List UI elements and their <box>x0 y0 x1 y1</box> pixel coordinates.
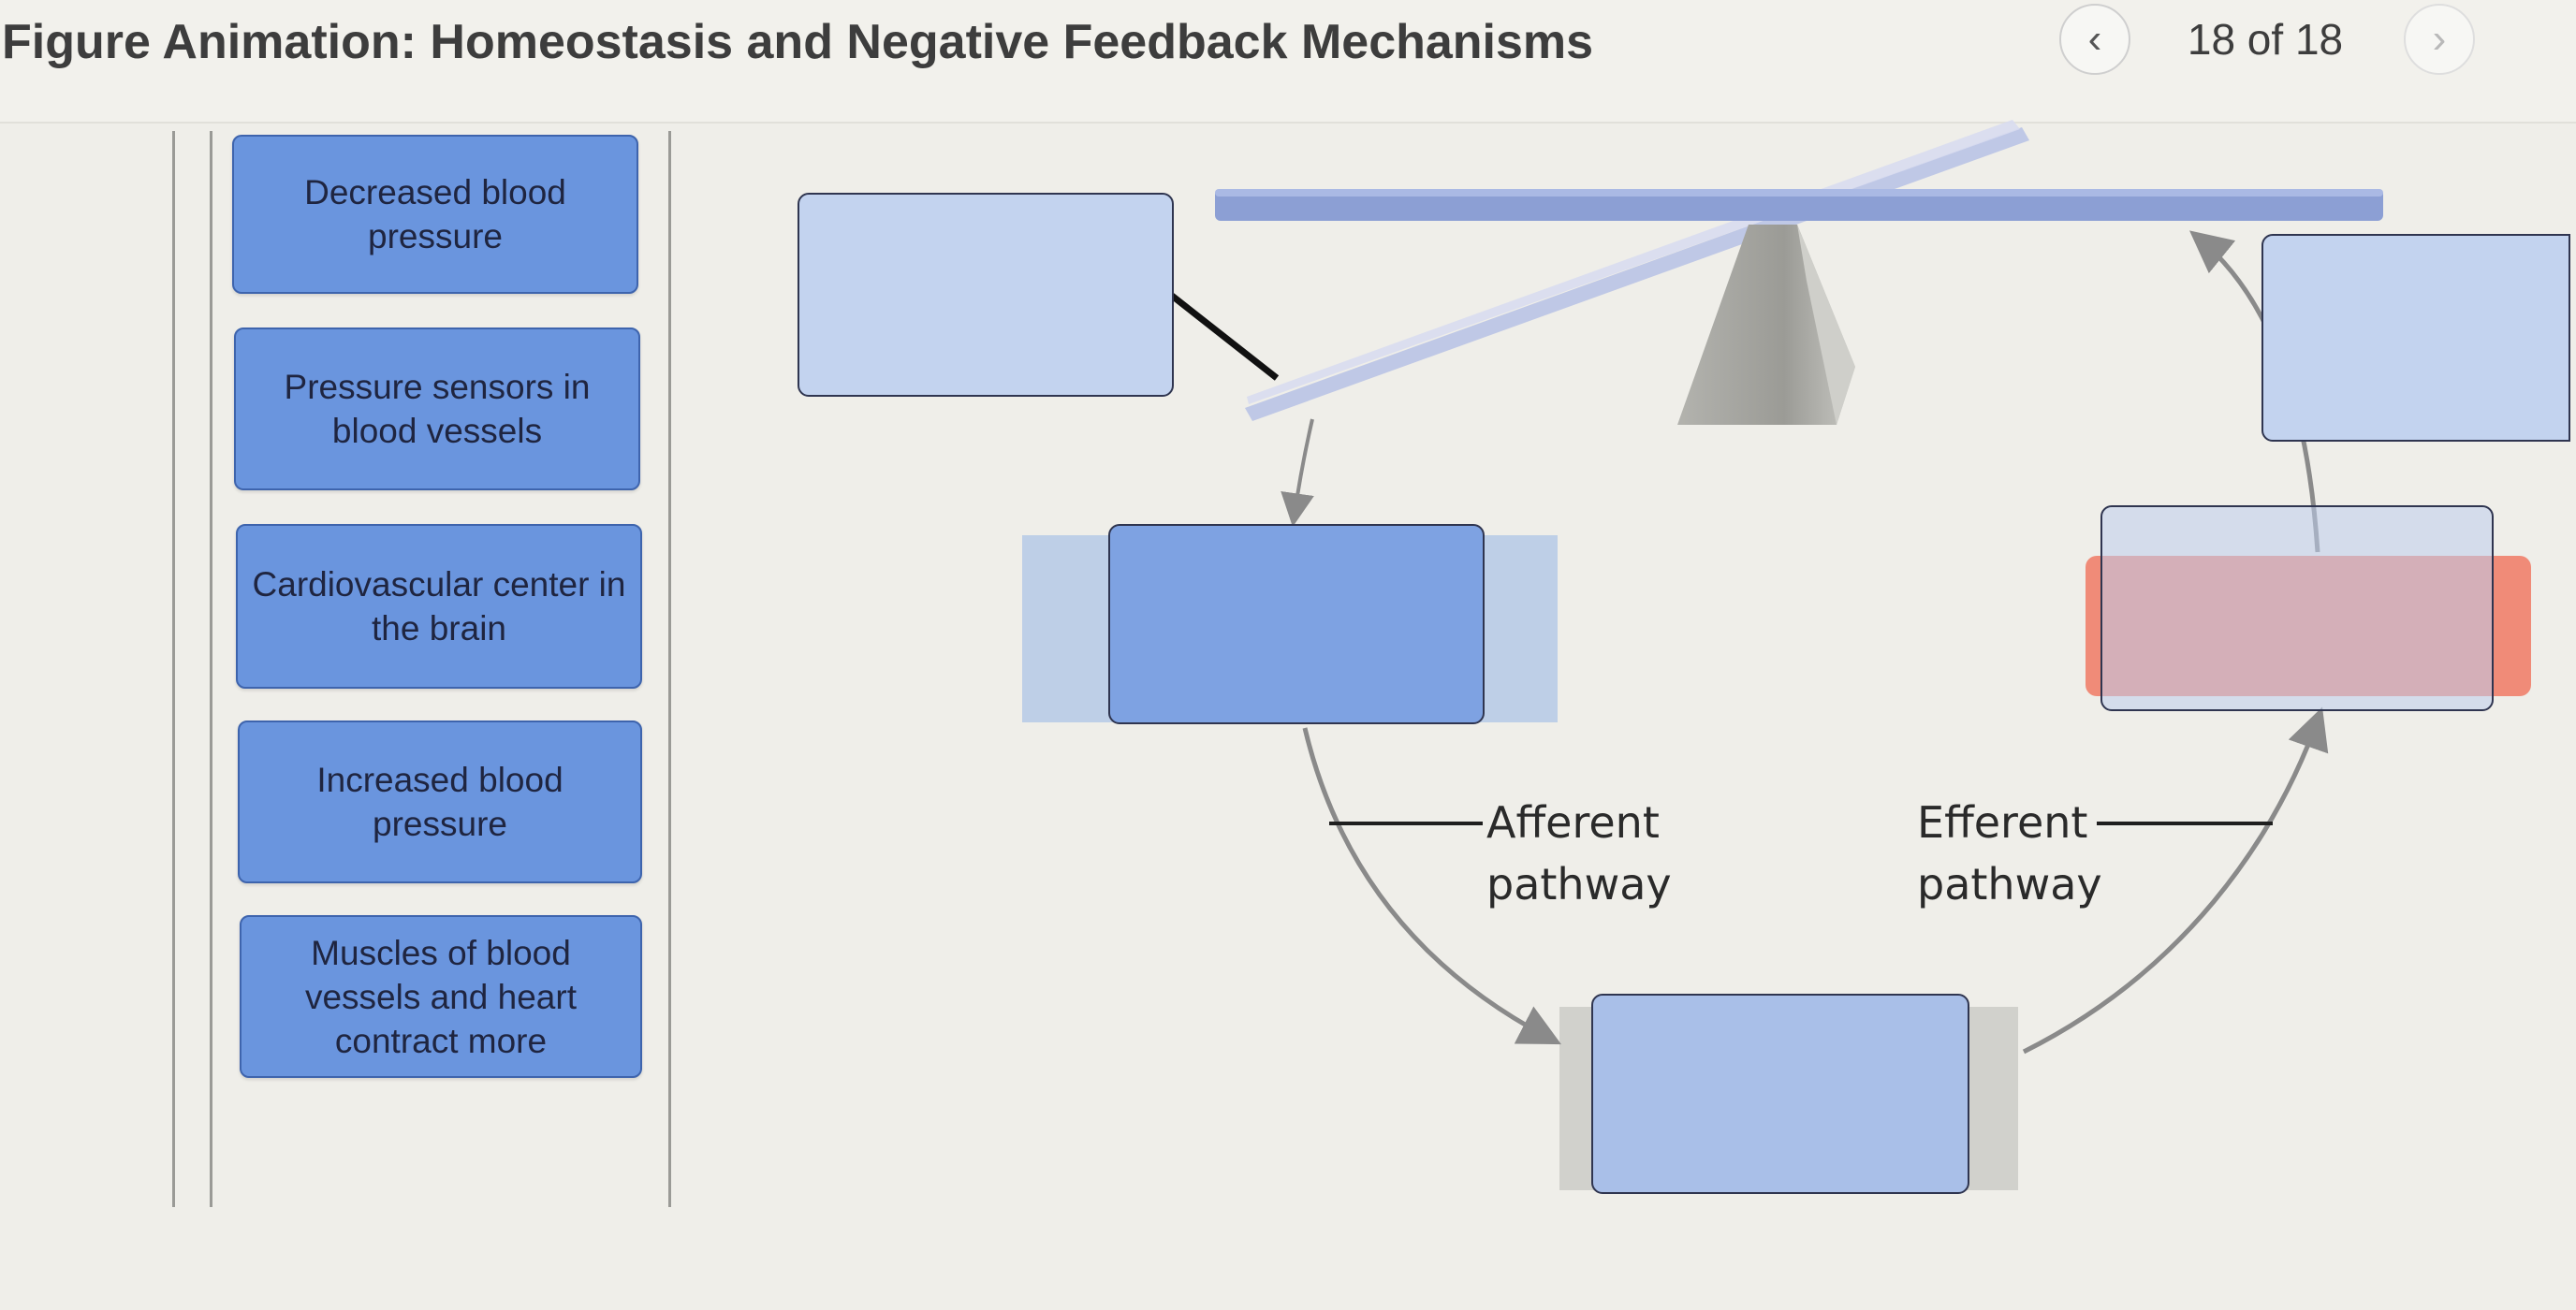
label-pressure-sensors[interactable]: Pressure sensors in blood vessels <box>234 328 640 490</box>
label-cardiovascular-center[interactable]: Cardiovascular center in the brain <box>236 524 642 689</box>
label-text: Muscles of blood vessels and heart contr… <box>304 933 577 1060</box>
label-bank-rail-inner <box>210 131 212 1207</box>
drop-target-control-center[interactable] <box>1591 994 1969 1194</box>
label-muscles-contract-more[interactable]: Muscles of blood vessels and heart contr… <box>240 915 642 1078</box>
label-text: Decreased blood pressure <box>304 173 566 255</box>
next-button[interactable]: › <box>2404 4 2475 75</box>
afferent-pathway-label: Afferent pathway <box>1486 797 1672 910</box>
drop-target-stimulus[interactable] <box>798 193 1174 397</box>
drop-target-response[interactable] <box>2261 234 2570 442</box>
page-counter: 18 of 18 <box>2187 15 2344 64</box>
level-beam <box>1215 189 2383 221</box>
label-text: Pressure sensors in blood vessels <box>284 368 591 450</box>
label-decreased-blood-pressure[interactable]: Decreased blood pressure <box>232 135 638 294</box>
drop-target-effector[interactable] <box>2100 505 2494 711</box>
label-bank-divider <box>668 131 671 1207</box>
chevron-left-icon: ‹ <box>2087 16 2102 62</box>
stimulus-connector <box>1169 293 1280 381</box>
label-bank-rail-outer <box>172 131 175 1207</box>
label-text: Increased blood pressure <box>316 761 564 843</box>
page-title: Figure Animation: Homeostasis and Negati… <box>2 15 1594 69</box>
efferent-pathway-label: Efferent pathway <box>1917 797 2102 910</box>
header-bar: Figure Animation: Homeostasis and Negati… <box>0 0 2576 124</box>
label-increased-blood-pressure[interactable]: Increased blood pressure <box>238 720 642 883</box>
label-text: Cardiovascular center in the brain <box>252 565 626 648</box>
arrow-to-receptor <box>1281 418 1314 528</box>
drop-target-receptor[interactable] <box>1108 524 1485 724</box>
previous-button[interactable]: ‹ <box>2059 4 2130 75</box>
chevron-right-icon: › <box>2432 16 2447 62</box>
fulcrum <box>1677 225 1855 425</box>
tilted-beam <box>1245 127 2029 421</box>
